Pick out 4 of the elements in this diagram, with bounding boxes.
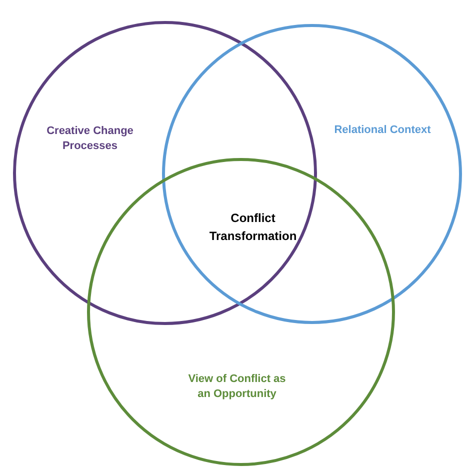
circle-label: Creative Change Processes [46,124,134,154]
circle-label: View of Conflict as an Opportunity [187,372,287,402]
center-label: Conflict Transformation [208,210,298,245]
circle-label: Relational Context [333,123,432,138]
